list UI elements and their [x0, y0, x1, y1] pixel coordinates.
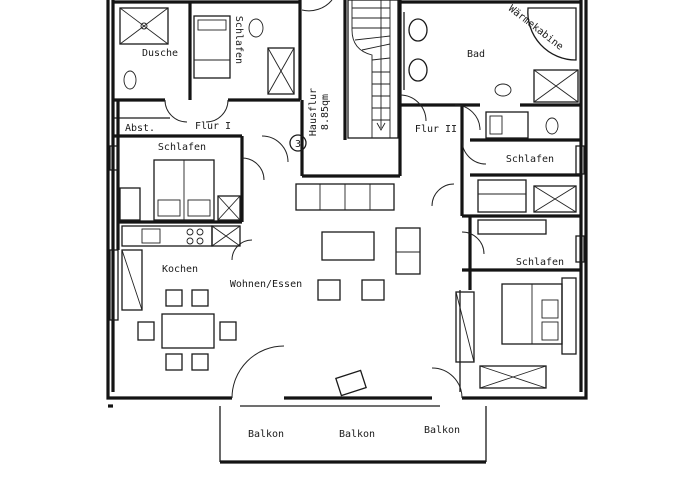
label-bad: Bad [467, 49, 485, 60]
bed-top [193, 15, 295, 95]
label-flur-i: Flur I [195, 121, 231, 132]
label-abst: Abst. [125, 123, 155, 134]
label-balkon-center: Balkon [339, 429, 375, 440]
interior-walls [113, 0, 581, 392]
bed-right-upper [477, 111, 577, 235]
label-schlafen-right-upper: Schlafen [506, 154, 554, 165]
wall-hatching [109, 145, 585, 321]
outer-walls [106, 0, 588, 408]
bed-right-lower [455, 277, 577, 389]
kitchen-counter [121, 225, 241, 311]
label-hausflur: Hausflur [308, 88, 319, 136]
staircase [347, 0, 399, 139]
door-swings [164, 0, 487, 399]
label-flur-ii: Flur II [415, 124, 457, 135]
label-schlafen-right-lower: Schlafen [516, 257, 564, 268]
living-furniture [295, 183, 421, 397]
bathroom-fixtures [403, 7, 579, 103]
stair-marker-number: 3 [295, 139, 301, 150]
dining-set [137, 289, 237, 371]
shower-fixture [119, 7, 169, 90]
label-wohnen-essen: Wohnen/Essen [230, 279, 302, 290]
label-kochen: Kochen [162, 264, 198, 275]
stair-marker: 3 [289, 134, 307, 152]
bed-left [119, 159, 241, 221]
label-dusche: Dusche [142, 48, 178, 59]
balcony [219, 406, 487, 464]
label-schlafen-left: Schlafen [158, 142, 206, 153]
label-hausflur-area: 8.85qm [320, 94, 331, 130]
label-waermekabine: Wärmekabine [506, 3, 565, 52]
label-balkon-right: Balkon [424, 425, 460, 436]
label-balkon-left: Balkon [248, 429, 284, 440]
label-schlafen-top: Schlafen [233, 16, 244, 64]
